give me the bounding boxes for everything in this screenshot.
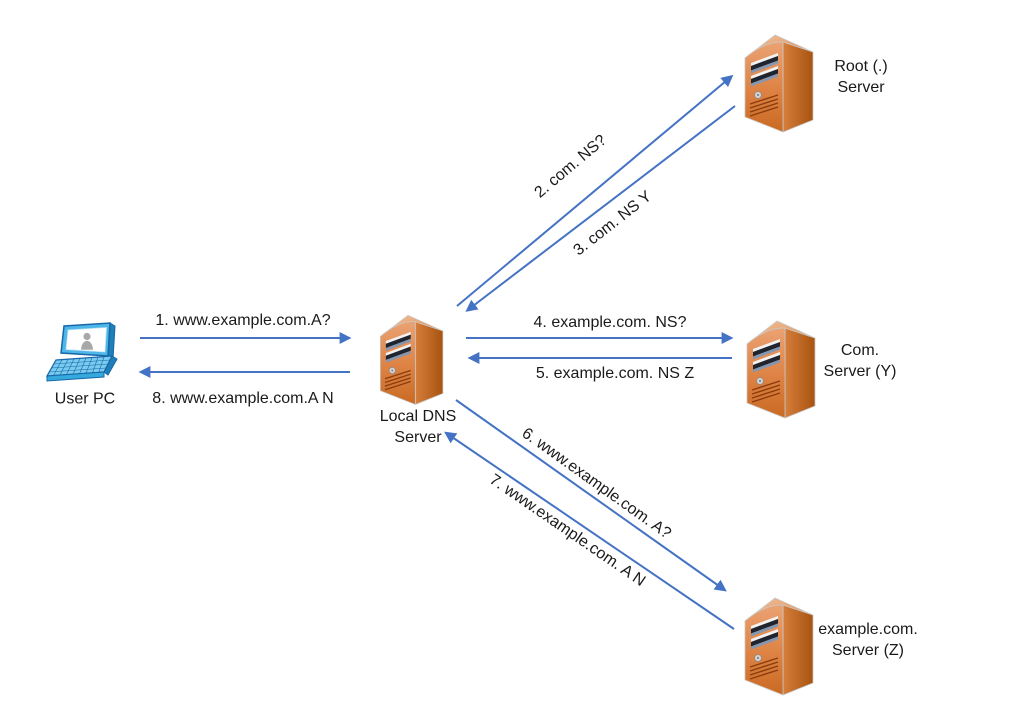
- message-5-label: 5. example.com. NS Z: [535, 365, 695, 382]
- arrow-6-query-localdns-to-example: [455, 399, 727, 592]
- example-server-label: example.com. Server (Z): [818, 621, 918, 659]
- message-1-label: 1. www.example.com.A?: [155, 312, 331, 329]
- com-server-icon: [746, 320, 816, 419]
- message-4-label: 4. example.com. NS?: [533, 314, 687, 331]
- local-dns-server-icon: [379, 314, 444, 406]
- arrow-2-query-localdns-to-root: [456, 74, 734, 307]
- laptop-icon: [46, 322, 118, 382]
- arrow-7-reply-example-to-localdns: [444, 431, 735, 630]
- user-pc-label: User PC: [54, 390, 116, 408]
- arrow-3-reply-root-to-localdns: [465, 105, 736, 312]
- example-server-icon: [744, 597, 814, 696]
- root-server-label: Root (.) Server: [834, 58, 888, 96]
- root-server-icon: [744, 34, 814, 133]
- message-8-label: 8. www.example.com.A N: [152, 390, 334, 407]
- com-server-label: Com. Server (Y): [823, 342, 897, 380]
- local-dns-server-label: Local DNS Server: [379, 408, 457, 446]
